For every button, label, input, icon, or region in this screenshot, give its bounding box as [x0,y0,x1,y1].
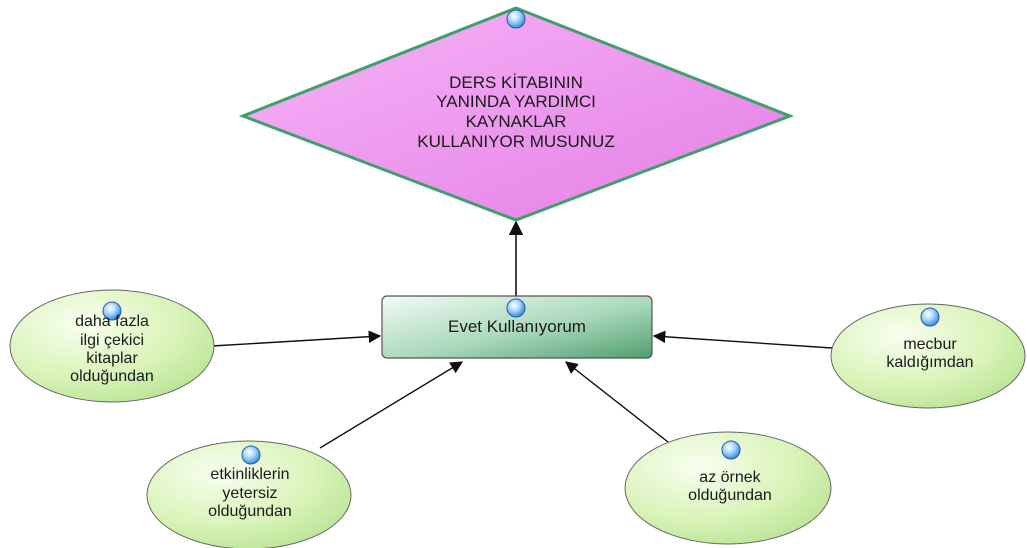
blue-circle-icon[interactable] [721,440,741,460]
connector-reason1-to-answer [211,330,382,347]
connector-reason4-to-answer [652,330,833,349]
reason-ellipse-2[interactable] [146,440,352,548]
reason-ellipse-1[interactable] [9,289,215,403]
blue-circle-icon[interactable] [241,445,261,465]
blue-circle-icon[interactable] [920,307,940,327]
blue-circle-icon[interactable] [102,301,122,321]
reason-ellipse-3[interactable] [624,431,832,545]
reason-3-text: az örnek olduğundan [688,468,772,504]
answer-text: Evet Kullanıyorum [448,317,586,337]
blue-circle-icon[interactable] [506,298,526,318]
answer-box[interactable] [381,295,653,359]
connector-reason3-to-answer [565,361,669,443]
reason-4-text: mecbur kaldığımdan [886,335,974,371]
question-diamond[interactable] [238,6,795,222]
reason-2-text: etkinliklerin yetersiz olduğundan [208,466,292,521]
connector-reason2-to-answer [319,361,464,449]
blue-circle-icon[interactable] [506,9,526,29]
question-text: DERS KİTABININ YANINDA YARDIMCI KAYNAKLA… [417,72,615,151]
reason-ellipse-4[interactable] [830,303,1026,409]
reason-1-text: daha fazla ilgi çekici kitaplar olduğund… [70,313,154,386]
